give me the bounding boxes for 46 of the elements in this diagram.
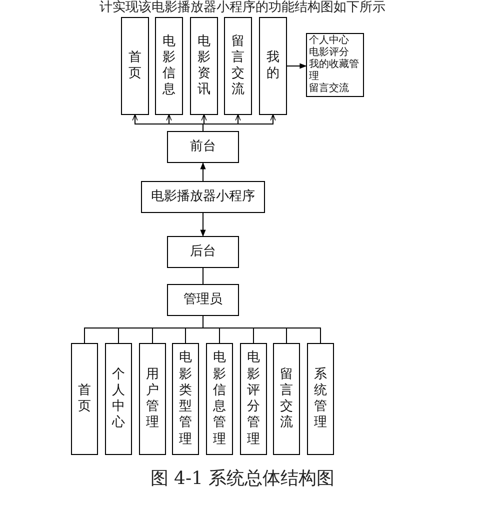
module-box bbox=[121, 17, 149, 115]
module-box bbox=[167, 236, 239, 268]
module-box bbox=[259, 17, 287, 115]
module-box bbox=[105, 343, 132, 455]
node-text: 我的收藏管理 bbox=[309, 59, 360, 82]
node-text: 电影资讯 bbox=[198, 34, 210, 98]
module-box bbox=[71, 343, 98, 455]
node-text: 电影播放器小程序 bbox=[151, 189, 255, 205]
arrow bbox=[286, 63, 307, 69]
node-text: 个人中心 bbox=[309, 35, 350, 46]
module-box bbox=[172, 343, 199, 455]
node-text: 留言交流 bbox=[280, 366, 293, 432]
module-box bbox=[167, 284, 239, 316]
node-text: 系统管理 bbox=[314, 366, 327, 432]
node-text: 管理员 bbox=[184, 292, 222, 308]
module-box bbox=[224, 17, 252, 115]
node-text: 首页 bbox=[78, 382, 91, 416]
connector-line bbox=[202, 316, 321, 344]
arrow bbox=[200, 162, 206, 182]
module-box bbox=[139, 343, 166, 455]
node-text: 电影类型管理 bbox=[179, 350, 192, 448]
module-box bbox=[155, 17, 183, 115]
module-box bbox=[190, 17, 218, 115]
node-text: 电影信息管理 bbox=[213, 350, 226, 448]
module-box bbox=[167, 131, 239, 163]
list-box bbox=[306, 33, 364, 97]
module-box bbox=[307, 343, 334, 455]
node-text: 留言交流 bbox=[309, 83, 350, 95]
node-text: 电影评分 bbox=[309, 47, 350, 58]
node-text: 前台 bbox=[190, 139, 216, 155]
arrow bbox=[200, 212, 206, 237]
module-box bbox=[273, 343, 300, 455]
node-text: 用户管理 bbox=[146, 366, 159, 432]
node-text: 个人中心 bbox=[112, 366, 125, 432]
caption: 图 4-1 系统总体结构图 bbox=[149, 467, 336, 490]
node-text: 电影信息 bbox=[162, 34, 176, 98]
node-text: 留言交流 bbox=[232, 34, 244, 98]
node-text: 首页 bbox=[128, 50, 142, 82]
connector-line bbox=[202, 268, 204, 284]
module-box bbox=[206, 343, 233, 455]
module-box bbox=[141, 181, 265, 213]
node-text: 我的 bbox=[266, 50, 280, 82]
node-text: 电影评分管理 bbox=[247, 350, 260, 448]
module-box bbox=[240, 343, 267, 455]
node-text: 后台 bbox=[190, 244, 216, 260]
intro-text: 计实现该电影播放器小程序的功能结构图如下所示 bbox=[98, 0, 386, 15]
